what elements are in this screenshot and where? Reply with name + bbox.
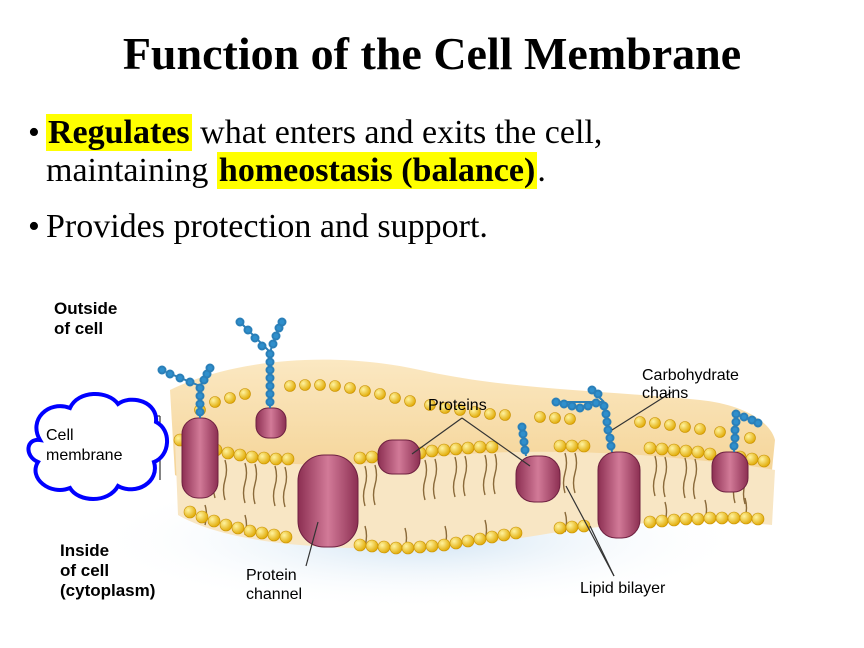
bullet-marker: • bbox=[28, 208, 40, 245]
membrane-proteins bbox=[181, 407, 749, 548]
bullet-text: what enters and exits the cell, bbox=[191, 114, 603, 151]
label-proteins: Proteins bbox=[428, 397, 487, 414]
cell-membrane-callout-cloud bbox=[26, 391, 169, 501]
bullet-protection: • Provides protection and support. bbox=[28, 208, 848, 246]
bullet-marker: • bbox=[28, 114, 40, 151]
bullet-list: • Regulates what enters and exits the ce… bbox=[28, 114, 848, 264]
lipid-heads-top bbox=[173, 379, 771, 468]
protein-left bbox=[181, 417, 219, 499]
label-carbohydrate-chains: chains bbox=[642, 385, 688, 402]
label-outside-of-cell: Outside bbox=[54, 299, 117, 318]
protein-channel bbox=[297, 454, 359, 548]
carbohydrate-chains bbox=[157, 317, 763, 457]
label-inside-of-cell: of cell bbox=[60, 561, 109, 580]
label-outside-of-cell: of cell bbox=[54, 319, 103, 338]
label-cell-membrane: membrane bbox=[46, 447, 123, 464]
label-protein-channel: channel bbox=[246, 586, 302, 603]
bullet-text: . bbox=[537, 152, 546, 189]
protein-right-small bbox=[515, 455, 561, 503]
bullet-regulates: • Regulates what enters and exits the ce… bbox=[28, 114, 848, 190]
bullet-text: maintaining bbox=[46, 152, 217, 189]
lipid-heads-bottom bbox=[183, 505, 765, 555]
label-carbohydrate-chains: Carbohydrate bbox=[642, 367, 739, 384]
protein-middle bbox=[377, 439, 421, 475]
bullet-text: Provides protection and support. bbox=[46, 208, 488, 245]
label-cell-membrane: Cell bbox=[46, 427, 74, 444]
leader-lines bbox=[150, 391, 673, 577]
label-lipid-bilayer: Lipid bilayer bbox=[580, 580, 666, 597]
label-protein-channel: Protein bbox=[246, 567, 297, 584]
protein-top bbox=[255, 407, 287, 439]
cell-membrane-diagram: Outside of cell Cell membrane Inside of … bbox=[26, 299, 775, 610]
highlight-regulates: Regulates bbox=[46, 114, 192, 151]
slide-title: Function of the Cell Membrane bbox=[122, 28, 742, 79]
protein-far-right bbox=[711, 451, 749, 493]
label-inside-of-cell: Inside bbox=[60, 541, 109, 560]
label-inside-of-cell: (cytoplasm) bbox=[60, 581, 155, 600]
highlight-homeostasis: homeostasis (balance) bbox=[216, 152, 538, 189]
protein-right-large bbox=[597, 451, 641, 539]
